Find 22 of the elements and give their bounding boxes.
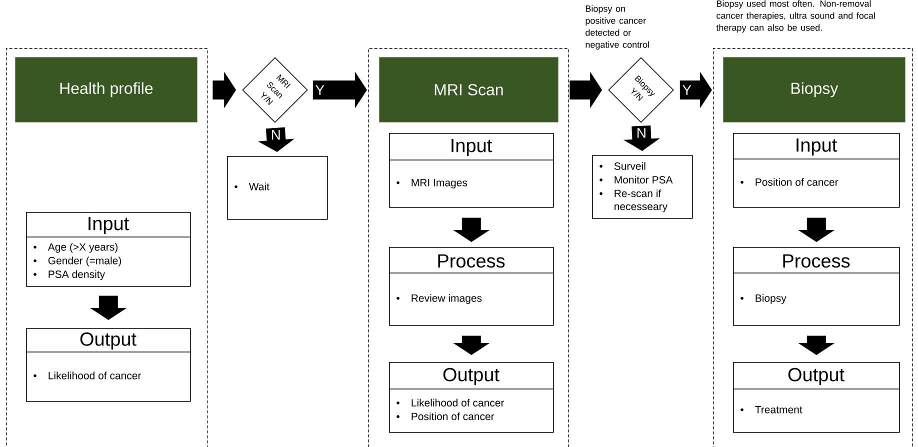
process-box: Input • MRI Images xyxy=(388,133,554,208)
process-box: Output • Likelihood of cancer xyxy=(26,328,191,402)
note-text: Biopsy on positive cancer detected or negative control xyxy=(586,5,649,50)
stage-header: Biopsy xyxy=(723,57,906,122)
edge-label: Y xyxy=(316,85,324,95)
process-box: Output • Likelihood of cancer • Position of cancer xyxy=(388,362,554,433)
outcome-box: • Wait xyxy=(227,156,328,220)
edge-label: N xyxy=(272,130,280,140)
edge-label: Y xyxy=(682,85,692,95)
process-box: Process • Review images xyxy=(388,247,554,326)
dashed-panel xyxy=(6,48,208,447)
process-box: Input • Age (>X years) • Gender (=male) • PSA density xyxy=(26,212,191,287)
stage-header: Health profile xyxy=(15,57,198,122)
outcome-box: • Surveil • Monitor PSA • Re-scan if necesseary xyxy=(592,155,693,219)
process-box: Process • Biopsy xyxy=(732,247,900,326)
stage-header: MRI Scan xyxy=(379,57,558,122)
dashed-panel xyxy=(368,48,569,447)
process-box: Output • Treatment xyxy=(732,362,900,433)
edge-label: N xyxy=(638,128,646,138)
dashed-panel xyxy=(713,48,913,447)
note-text: Biopsy used most often. Non-removal cancer therapies, ultra sound and focal therapy can also be used. xyxy=(716,0,875,33)
process-box: Input • Position of cancer xyxy=(732,133,900,208)
